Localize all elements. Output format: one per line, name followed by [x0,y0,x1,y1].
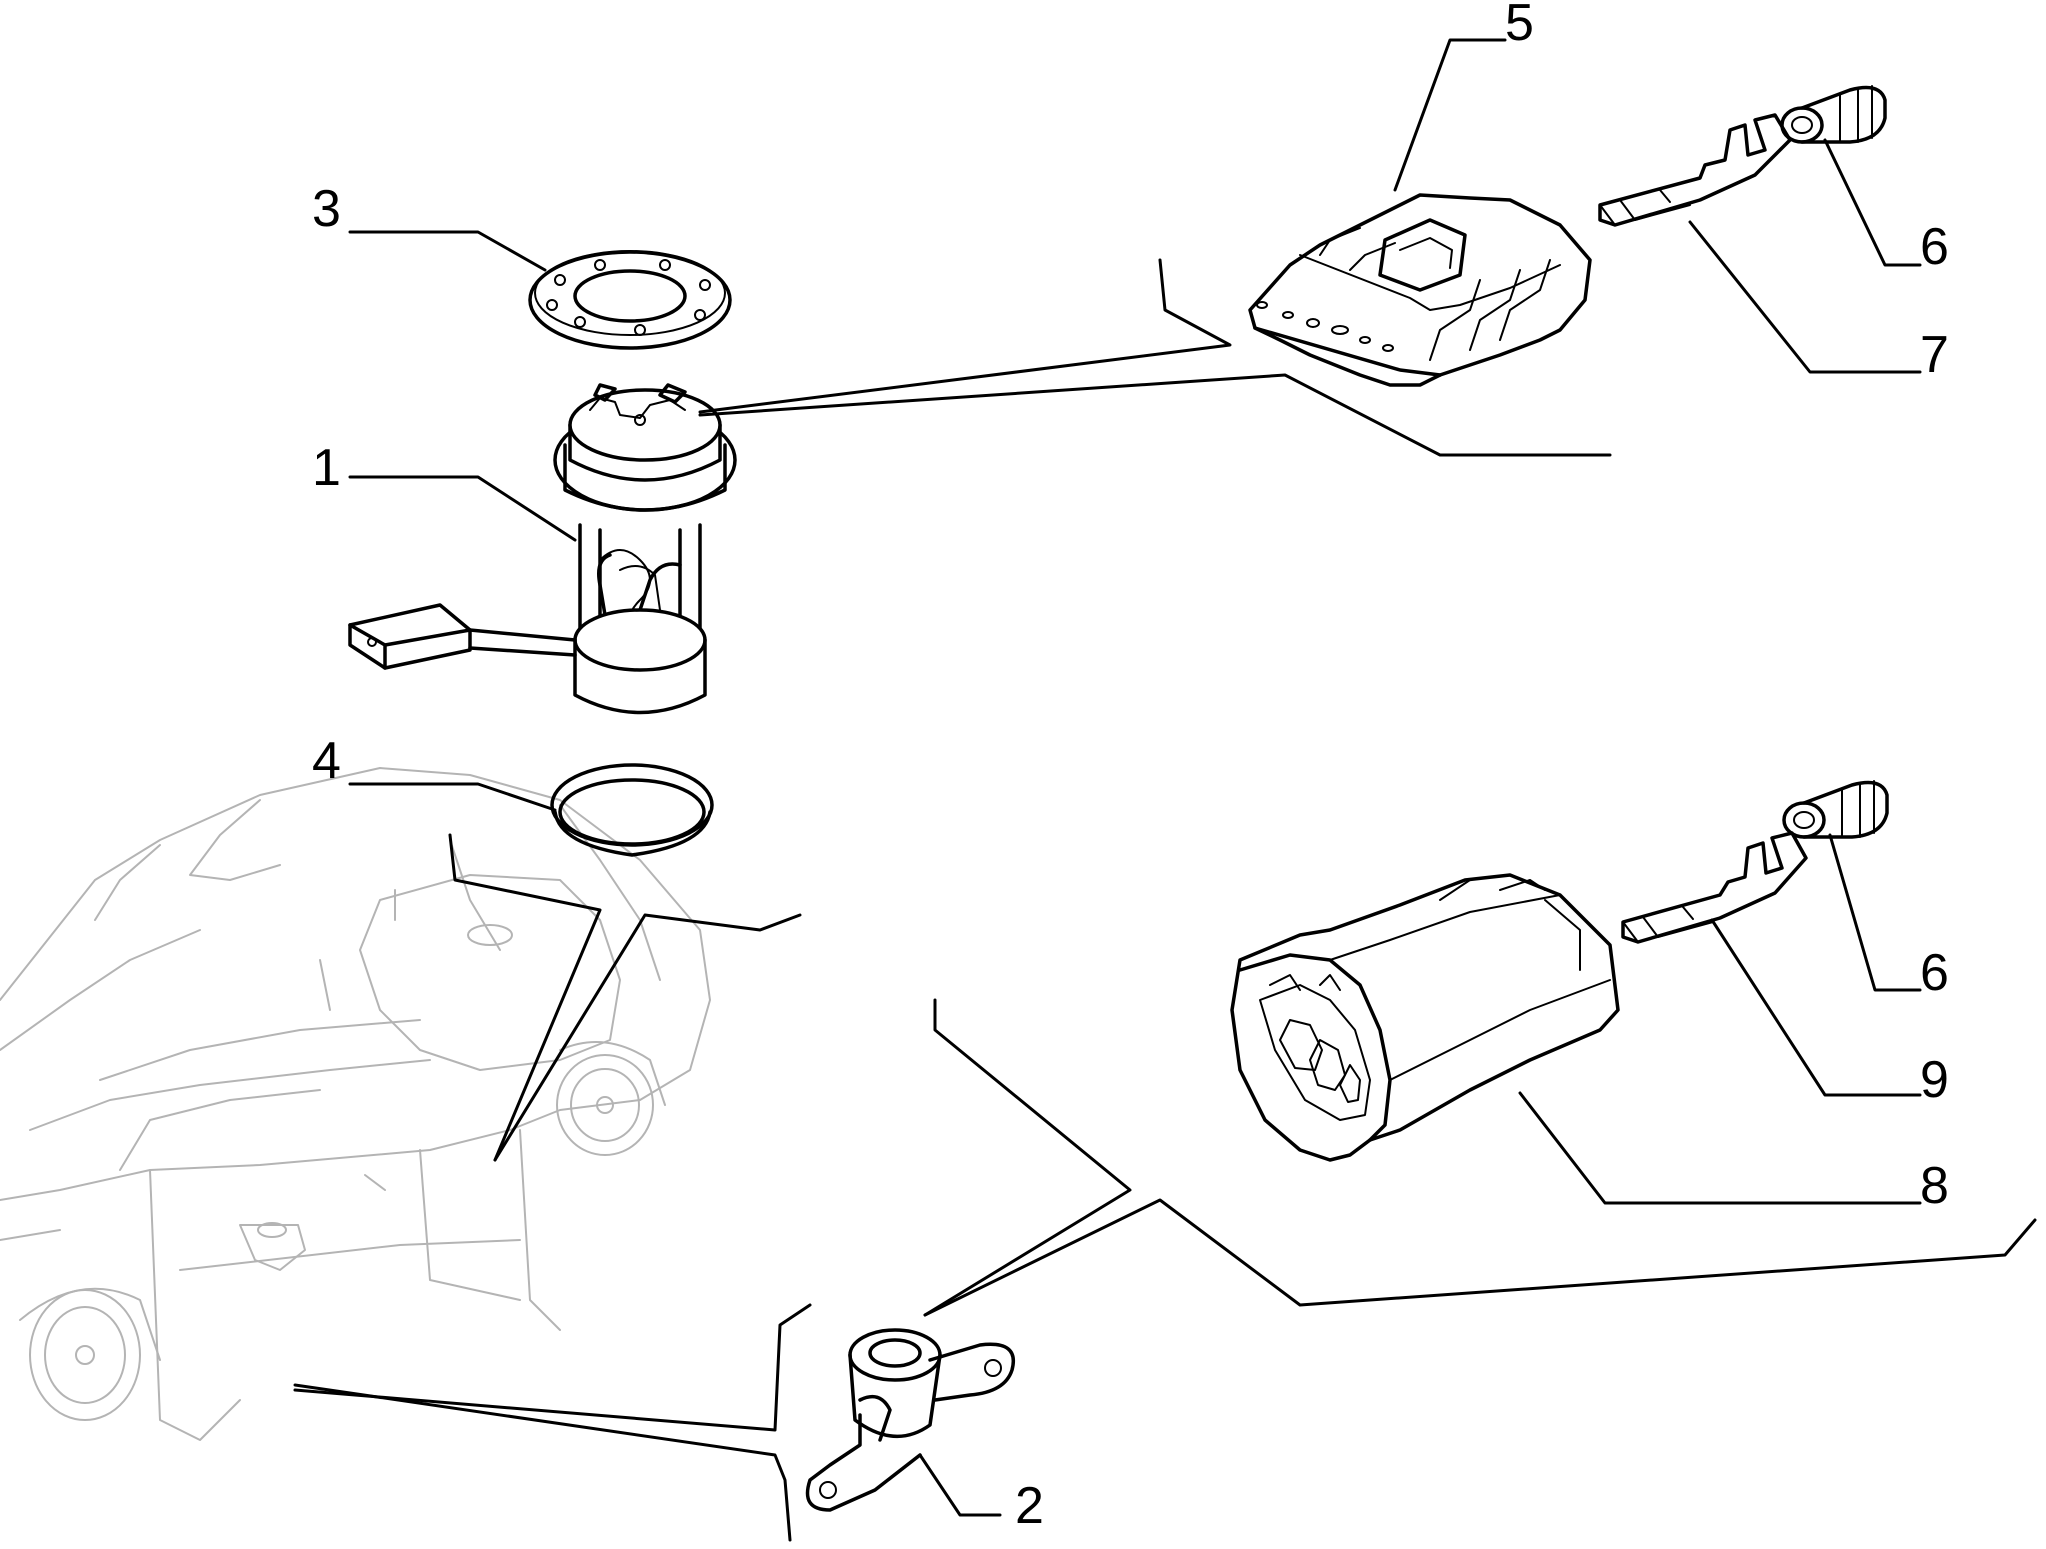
leader-lines [293,38,2037,1542]
callout-9: 9 [1920,1051,1949,1109]
fuel-pump-part [348,383,737,715]
connector-lower-part [1230,873,1620,1162]
bracket-part [805,1328,1015,1512]
callout-5: 5 [1505,0,1534,52]
callouts: 1 2 3 4 5 6 6 7 8 9 [312,0,1949,1535]
seal-upper-part [1780,85,1887,144]
terminal-upper-part [1598,113,1792,227]
callout-3: 3 [312,180,341,238]
callout-7: 7 [1920,326,1949,384]
gasket-part [550,763,714,857]
callout-1: 1 [312,439,341,497]
callout-2: 2 [1015,1477,1044,1535]
callout-6-lower: 6 [1920,944,1949,1002]
callout-8: 8 [1920,1157,1949,1215]
connector-upper-part [1248,193,1592,387]
ring-nut-part [528,250,732,350]
callout-6-upper: 6 [1920,218,1949,276]
callout-4: 4 [312,732,341,790]
seal-lower-part [1782,780,1889,839]
terminal-lower-part [1621,831,1808,944]
vehicle-outline [0,767,711,1441]
